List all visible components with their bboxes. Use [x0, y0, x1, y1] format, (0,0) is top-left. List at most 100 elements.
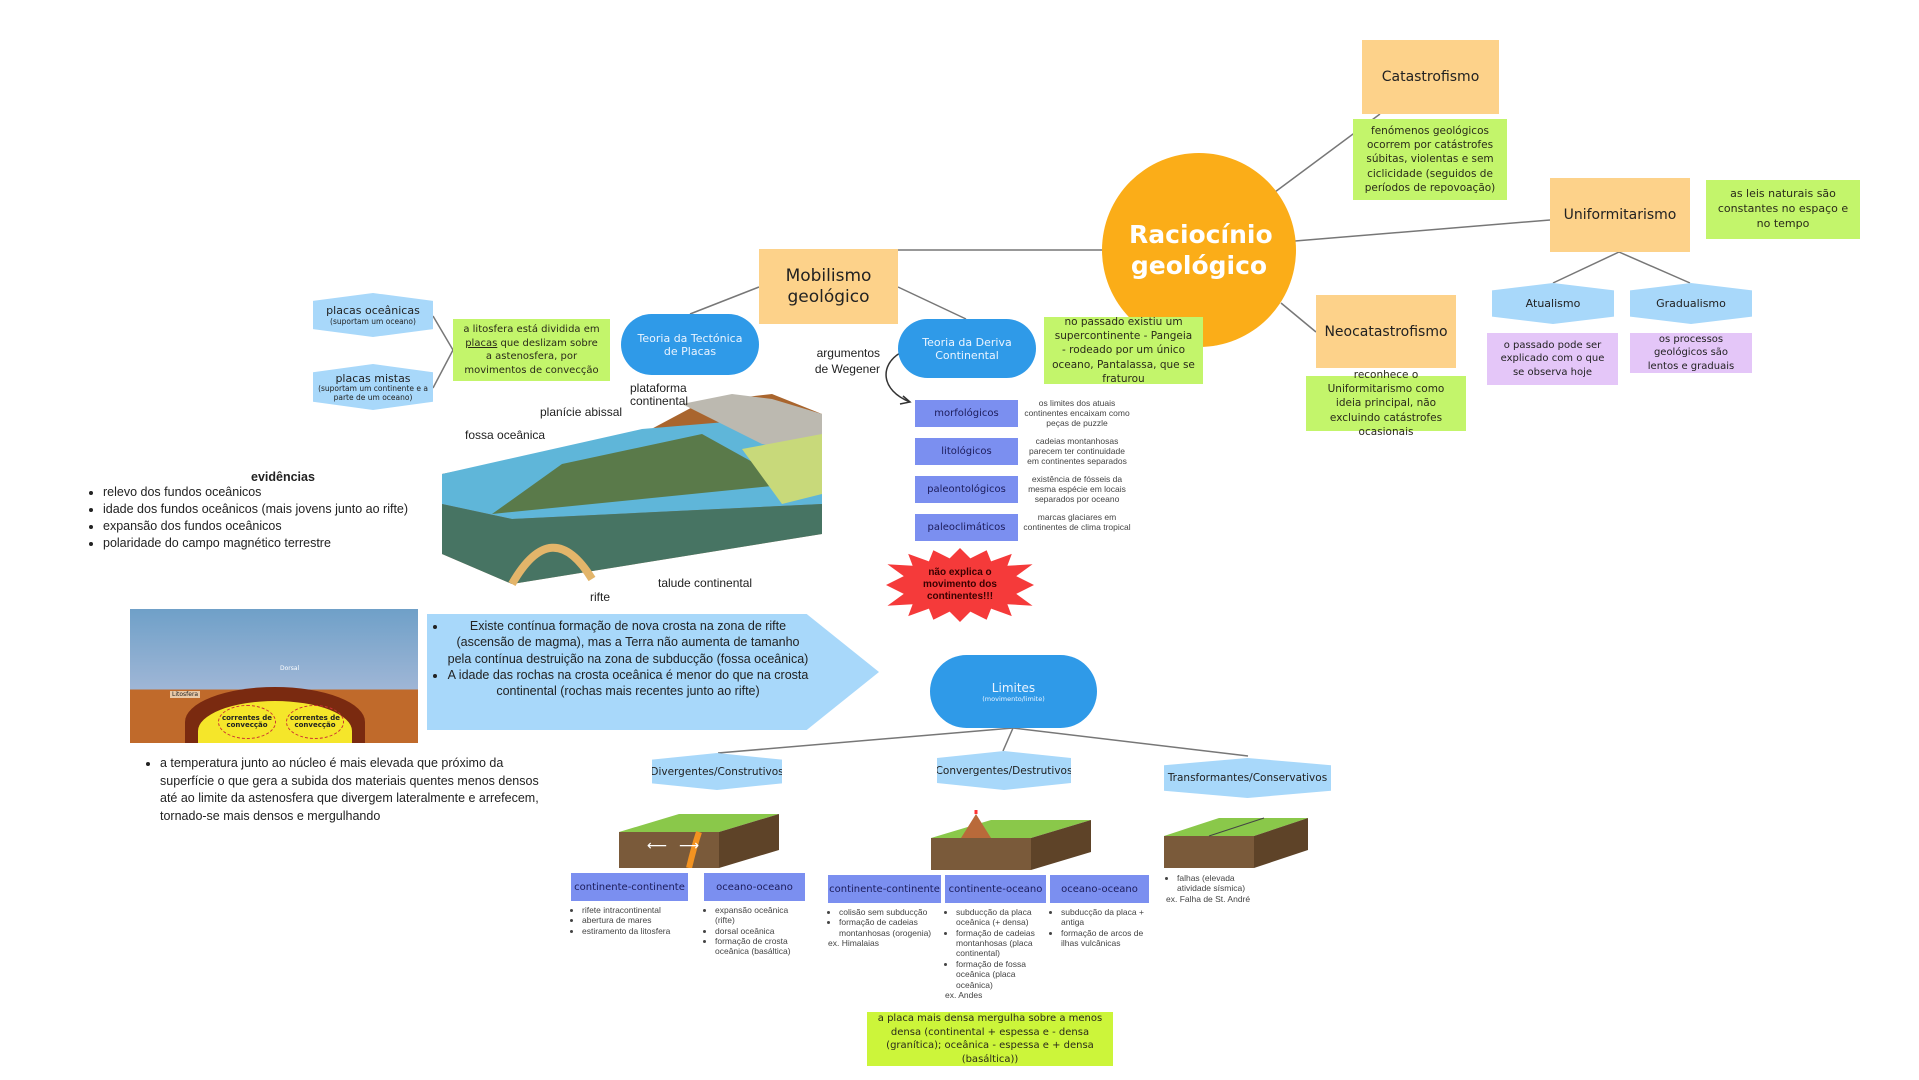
- pangeia-note: no passado existiu um supercontinente - …: [1044, 316, 1203, 385]
- neocatastrofismo-text: reconhece o Uniformitarismo como ideia p…: [1327, 369, 1445, 438]
- limit-type-box: continente-oceano: [945, 875, 1046, 903]
- temperatura-note: a temperatura junto ao núcleo é mais ele…: [146, 755, 546, 825]
- wegener-arg-desc: marcas glaciares em continentes de clima…: [1023, 512, 1131, 533]
- pangeia-text: no passado existiu um supercontinente - …: [1052, 316, 1195, 385]
- evidencia-item: polaridade do campo magnético terrestre: [103, 535, 408, 552]
- placas-link: placas: [465, 337, 498, 349]
- divergent-boundary-illustration: ⟵⟶: [619, 814, 779, 868]
- central-title: Raciocínio geológico: [1129, 219, 1273, 280]
- limit-item: dorsal oceânica: [715, 926, 805, 936]
- convection-cell-left: correntes de convecção: [218, 705, 276, 739]
- limites-node: Limites (movimento/limite): [930, 655, 1097, 728]
- limit-type-list: subducção da placa oceânica (+ densa)for…: [945, 907, 1046, 1000]
- placas-mistas-node: placas mistas (suportam um continente e …: [313, 364, 433, 410]
- dorsal-label: Dorsal: [280, 665, 300, 672]
- limit-type-title: oceano-oceano: [716, 881, 793, 893]
- label-plataforma-continental: plataforma continental: [630, 381, 689, 409]
- mobilismo-node: Mobilismo geológico: [759, 249, 898, 324]
- limit-item: expansão oceânica (rifte): [715, 905, 805, 926]
- atualismo-text: o passado pode ser explicado com o que s…: [1500, 339, 1605, 378]
- deriva-node: Teoria da Deriva Continental: [898, 319, 1036, 378]
- limit-type-box: oceano-oceano: [704, 873, 805, 901]
- mobilismo-title: Mobilismo geológico: [785, 266, 872, 307]
- convection-cell-right: correntes de convecção: [286, 705, 344, 739]
- divergentes-title: Divergentes/Construtivos: [650, 765, 784, 778]
- label-rifte: rifte: [590, 590, 611, 604]
- evidencias-block: evidências relevo dos fundos oceânicos i…: [89, 470, 408, 552]
- uniformitarismo-note: as leis naturais são constantes no espaç…: [1706, 180, 1860, 239]
- temperatura-text: a temperatura junto ao núcleo é mais ele…: [160, 755, 546, 825]
- ocean-floor-illustration: [442, 394, 822, 586]
- atualismo-node: Atualismo: [1492, 283, 1614, 324]
- limit-item: subducção da placa + antiga: [1061, 907, 1149, 928]
- argumentos-wegener-label: argumentos de Wegener: [814, 346, 880, 376]
- limit-type-list: rifete intracontinentalabertura de mares…: [571, 905, 688, 936]
- arrow-note-item: A idade das rochas na crosta oceânica é …: [447, 667, 809, 700]
- catastrofismo-node: Catastrofismo: [1362, 40, 1499, 114]
- wegener-arg-desc: cadeias montanhosas parecem ter continui…: [1027, 436, 1127, 467]
- wegener-arg-label: litológicos: [941, 446, 992, 457]
- uniformitarismo-title: Uniformitarismo: [1563, 207, 1677, 223]
- placas-oceanicas-sub: (suportam um oceano): [330, 317, 416, 326]
- wegener-arg-label: morfológicos: [934, 408, 999, 419]
- deriva-title: Teoria da Deriva Continental: [922, 335, 1012, 362]
- limit-item: formação de crosta oceânica (basáltica): [715, 936, 805, 957]
- densidade-text: a placa mais densa mergulha sobre a meno…: [877, 1013, 1103, 1065]
- wegener-arg-box: litológicos: [915, 438, 1018, 465]
- limit-type-box: continente-continente: [571, 873, 688, 901]
- transformantes-example: ex. Falha de St. André: [1166, 893, 1251, 904]
- arrow-note-item: Existe contínua formação de nova crosta …: [447, 618, 809, 667]
- placas-mistas-title: placas mistas: [335, 372, 411, 386]
- limit-item: estiramento da litosfera: [582, 926, 688, 936]
- limit-type-list: subducção da placa + antigaformação de a…: [1050, 907, 1149, 948]
- densidade-note: a placa mais densa mergulha sobre a meno…: [867, 1012, 1113, 1066]
- wegener-arg-label: paleoclimáticos: [927, 522, 1006, 533]
- uniformitarismo-text: as leis naturais são constantes no espaç…: [1717, 187, 1849, 230]
- catastrofismo-title: Catastrofismo: [1381, 69, 1480, 85]
- wegener-arg-box: paleoclimáticos: [915, 514, 1018, 541]
- limit-type-list: colisão sem subducçãoformação de cadeias…: [828, 907, 941, 948]
- svg-text:⟶: ⟶: [679, 838, 699, 854]
- wegener-arg-box: morfológicos: [915, 400, 1018, 427]
- litosfera-note: a litosfera está dividida em placas que …: [453, 319, 610, 381]
- limit-item: formação de cadeias montanhosas (placa c…: [956, 928, 1046, 959]
- limit-type-title: continente-continente: [829, 883, 940, 895]
- limit-type-title: continente-oceano: [948, 883, 1043, 895]
- label-fossa-oceanica: fossa oceânica: [465, 428, 546, 442]
- convergentes-node: Convergentes/Destrutivos: [937, 751, 1071, 790]
- limit-example: ex. Andes: [945, 989, 983, 1000]
- limit-item: subducção da placa oceânica (+ densa): [956, 907, 1046, 928]
- central-node: Raciocínio geológico: [1102, 153, 1296, 347]
- gradualismo-node: Gradualismo: [1630, 283, 1752, 324]
- litosfera-label: Litosfera: [170, 691, 201, 698]
- atualismo-title: Atualismo: [1525, 297, 1581, 310]
- transform-boundary-illustration: [1164, 817, 1308, 868]
- wegener-arg-box: paleontológicos: [915, 476, 1018, 503]
- limit-item: formação de cadeias montanhosas (orogeni…: [839, 917, 941, 938]
- evidencia-item: relevo dos fundos oceânicos: [103, 484, 408, 501]
- tectonica-node: Teoria da Tectónica de Placas: [621, 314, 759, 375]
- svg-text:⟵: ⟵: [647, 838, 667, 854]
- placas-mistas-sub: (suportam um continente e a parte de um …: [318, 384, 428, 402]
- limit-item: formação de arcos de ilhas vulcânicas: [1061, 928, 1149, 949]
- warning-starburst: não explica o movimento dos continentes!…: [886, 548, 1034, 622]
- limit-type-title: continente-continente: [574, 881, 685, 893]
- limit-type-title: oceano-oceano: [1061, 883, 1138, 895]
- gradualismo-title: Gradualismo: [1656, 297, 1726, 310]
- wegener-arg-desc: existência de fósseis da mesma espécie e…: [1028, 474, 1126, 505]
- neocatastrofismo-title: Neocatastrofismo: [1324, 323, 1448, 340]
- label-planicie-abissal: planície abissal: [540, 405, 623, 419]
- transformantes-list: falhas (elevada atividade sísmica) ex. F…: [1166, 873, 1316, 904]
- limit-item: rifete intracontinental: [582, 905, 688, 915]
- rifte-arrow-note: Existe contínua formação de nova crosta …: [427, 614, 879, 730]
- tectonica-title: Teoria da Tectónica de Placas: [637, 331, 743, 358]
- neocatastrofismo-node: Neocatastrofismo: [1316, 295, 1456, 368]
- atualismo-note: o passado pode ser explicado com o que s…: [1487, 333, 1618, 385]
- wegener-arg-label: paleontológicos: [927, 484, 1006, 495]
- placas-oceanicas-title: placas oceânicas: [326, 304, 420, 317]
- evidencias-title: evidências: [251, 470, 315, 484]
- limit-type-list: expansão oceânica (rifte)dorsal oceânica…: [704, 905, 805, 957]
- evidencia-item: expansão dos fundos oceânicos: [103, 518, 408, 535]
- placas-oceanicas-node: placas oceânicas (suportam um oceano): [313, 293, 433, 337]
